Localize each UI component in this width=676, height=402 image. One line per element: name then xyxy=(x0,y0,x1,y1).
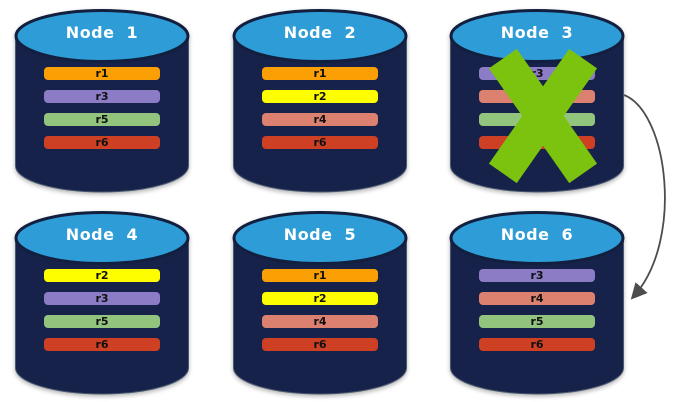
replica-row-r2: r2 xyxy=(262,90,378,103)
replica-label: r5 xyxy=(95,113,109,126)
replica-row-r4: r4 xyxy=(262,315,378,328)
failover-arrow-path xyxy=(623,94,666,300)
node-title: Node 5 xyxy=(283,225,357,244)
node-4: Node 4 r2 r3 r5 r6 xyxy=(13,210,191,400)
replica-row-r1: r1 xyxy=(262,269,378,282)
node-title: Node 6 xyxy=(500,225,574,244)
replica-row-r5: r5 xyxy=(479,315,595,328)
node-6: Node 6 r3 r4 r5 r6 xyxy=(448,210,626,400)
replica-label: r3 xyxy=(95,292,109,305)
replica-row-r6: r6 xyxy=(44,136,160,149)
replica-label: r4 xyxy=(313,315,327,328)
replica-row-r3: r3 xyxy=(44,90,160,103)
replica-row-r5: r5 xyxy=(44,315,160,328)
replica-label: r3 xyxy=(95,90,109,103)
replica-row-r6: r6 xyxy=(262,136,378,149)
replica-row-r4: r4 xyxy=(262,113,378,126)
replica-row-r4: r4 xyxy=(479,292,595,305)
replica-label: r4 xyxy=(313,113,327,126)
replica-label: r2 xyxy=(313,90,327,103)
replica-row-r3: r3 xyxy=(479,269,595,282)
node-title: Node 2 xyxy=(283,23,357,42)
node-1: Node 1 r1 r3 r5 r6 xyxy=(13,8,191,198)
node-3: Node 3r3r4r5r6 xyxy=(448,8,626,198)
replica-row-r6: r6 xyxy=(262,338,378,351)
node-title: Node 1 xyxy=(65,23,139,42)
replica-row-r6: r6 xyxy=(44,338,160,351)
node-2: Node 2 r1 r2 r4 r6 xyxy=(231,8,409,198)
replica-label: r2 xyxy=(95,269,109,282)
replica-label: r2 xyxy=(313,292,327,305)
node-title: Node 4 xyxy=(65,225,139,244)
replica-row-r3: r3 xyxy=(44,292,160,305)
replica-label: r6 xyxy=(313,136,327,149)
node-5: Node 5 r1 r2 r4 r6 xyxy=(231,210,409,400)
replica-row-r2: r2 xyxy=(44,269,160,282)
replica-label: r1 xyxy=(95,67,109,80)
replica-label: r6 xyxy=(530,338,544,351)
node-title: Node 3 xyxy=(500,23,574,42)
replica-label: r5 xyxy=(530,315,544,328)
replica-label: r4 xyxy=(530,292,544,305)
failure-x-icon xyxy=(488,48,598,184)
replica-row-r1: r1 xyxy=(262,67,378,80)
replica-label: r6 xyxy=(95,136,109,149)
replica-row-r5: r5 xyxy=(44,113,160,126)
replica-row-r2: r2 xyxy=(262,292,378,305)
replica-row-r6: r6 xyxy=(479,338,595,351)
replica-label: r3 xyxy=(530,269,544,282)
replica-label: r5 xyxy=(95,315,109,328)
replica-label: r6 xyxy=(313,338,327,351)
replica-label: r6 xyxy=(95,338,109,351)
replica-label: r1 xyxy=(313,67,327,80)
replica-label: r1 xyxy=(313,269,327,282)
replica-row-r1: r1 xyxy=(44,67,160,80)
